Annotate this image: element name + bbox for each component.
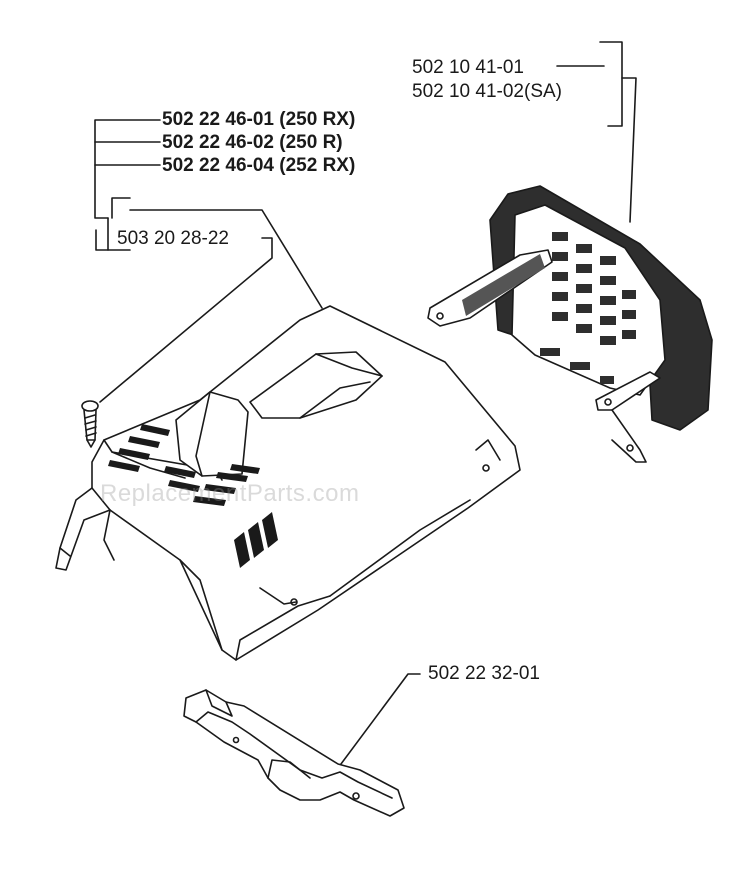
- part-number-cylinder-cover-250rx: 502 22 46-01 (250 RX): [162, 109, 356, 130]
- part-number-muffler-guard-sa: 502 10 41-02(SA): [412, 81, 562, 102]
- part-number-bracket: 502 22 32-01: [428, 663, 540, 684]
- screw: [81, 400, 99, 448]
- muffler-guard: [427, 185, 713, 463]
- watermark: ReplacementParts.com: [100, 480, 360, 507]
- part-number-cylinder-cover-250r: 502 22 46-02 (250 R): [162, 132, 343, 153]
- cylinder-cover: [55, 305, 521, 661]
- part-number-muffler-guard: 502 10 41-01: [412, 57, 524, 78]
- part-number-screw: 503 20 28-22: [117, 228, 229, 249]
- part-number-cylinder-cover-252rx: 502 22 46-04 (252 RX): [162, 155, 356, 176]
- leader-lines: [94, 41, 637, 769]
- cover-bracket: [183, 689, 405, 817]
